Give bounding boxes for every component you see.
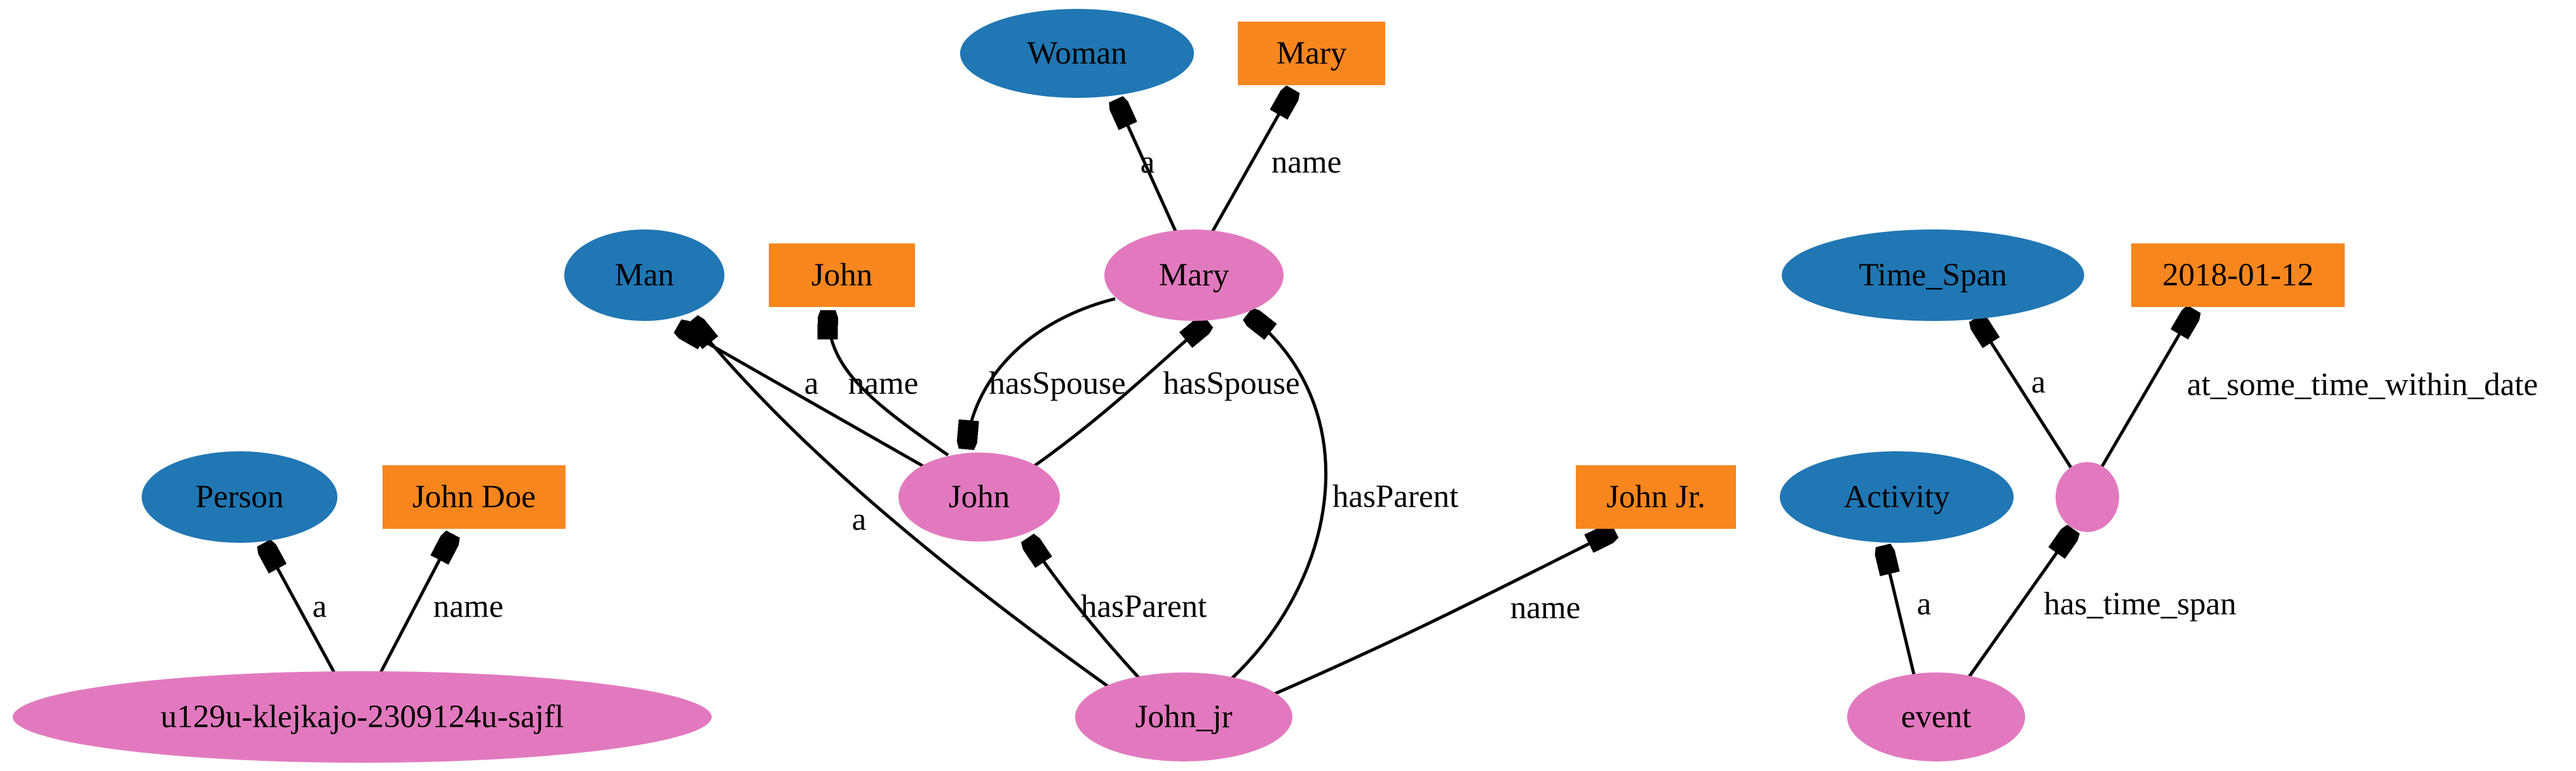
node-uid-instance: u129u-klejkajo-2309124u-sajfl [13, 671, 712, 763]
edge-label-at-some-time: at_some_time_within_date [2186, 367, 2539, 403]
edge-blank-atsometime-date [2100, 310, 2193, 468]
edge-johnjr-hasparent-mary [1230, 315, 1327, 680]
node-mary-instance: Mary [1104, 229, 1284, 321]
edge-label-hasparent-mary: hasParent [1332, 479, 1459, 515]
node-woman-class: Woman [960, 9, 1194, 98]
node-john-literal: John [769, 243, 915, 307]
edge-john-hasspouse-mary [1029, 322, 1207, 470]
edge-label-johnjr-name: name [1510, 590, 1581, 626]
edge-uid-a-person [264, 544, 337, 675]
node-blank-instance [2056, 462, 2119, 532]
node-mary-literal: Mary [1238, 22, 1385, 85]
edge-label-hasspouse-right: hasSpouse [1163, 365, 1300, 402]
edge-label-has-time-span: has_time_span [2044, 586, 2237, 622]
edge-mary-name-literal [1209, 90, 1292, 235]
node-john-doe-literal: John Doe [383, 465, 566, 529]
edge-uid-name-literal [378, 535, 452, 675]
edge-mary-a-woman [1116, 100, 1179, 235]
node-john-instance: John [898, 453, 1060, 542]
node-person-class: Person [142, 451, 337, 543]
node-time-span-class: Time_Span [1782, 229, 2084, 321]
edge-label-uid-a: a [312, 589, 327, 625]
edge-label-john-a: a [804, 365, 819, 402]
edge-label-hasspouse-left: hasSpouse [989, 365, 1126, 402]
node-date-literal: 2018-01-12 [2131, 243, 2345, 307]
edge-john-name-literal [828, 311, 949, 457]
node-activity-class: Activity [1780, 451, 2014, 543]
edge-event-hastimespan-blank [1967, 530, 2073, 679]
edge-label-john-name: name [848, 365, 919, 402]
edge-johnjr-hasparent-john [1028, 539, 1140, 679]
edge-blank-a-timespan [1976, 319, 2073, 470]
edge-label-event-a: a [1916, 586, 1932, 622]
node-event-instance: event [1847, 672, 2025, 761]
edge-label-mary-a: a [1140, 144, 1155, 181]
edge-label-hasparent-john: hasParent [1080, 589, 1207, 625]
node-man-class: Man [564, 229, 724, 321]
edge-johnjr-name-literal [1273, 531, 1614, 696]
edge-label-johnjr-a: a [851, 501, 867, 538]
edge-label-uid-name: name [433, 589, 504, 625]
node-john-jr-instance: John_jr [1075, 672, 1292, 761]
edge-label-mary-name: name [1271, 144, 1342, 181]
edge-john-a-man [679, 327, 934, 474]
node-john-jr-literal: John Jr. [1576, 465, 1736, 529]
edge-johnjr-a-man [693, 321, 1109, 688]
edge-label-blank-a: a [2031, 364, 2046, 400]
edge-mary-hasspouse-john [966, 297, 1116, 448]
edge-event-a-activity [1883, 547, 1916, 675]
